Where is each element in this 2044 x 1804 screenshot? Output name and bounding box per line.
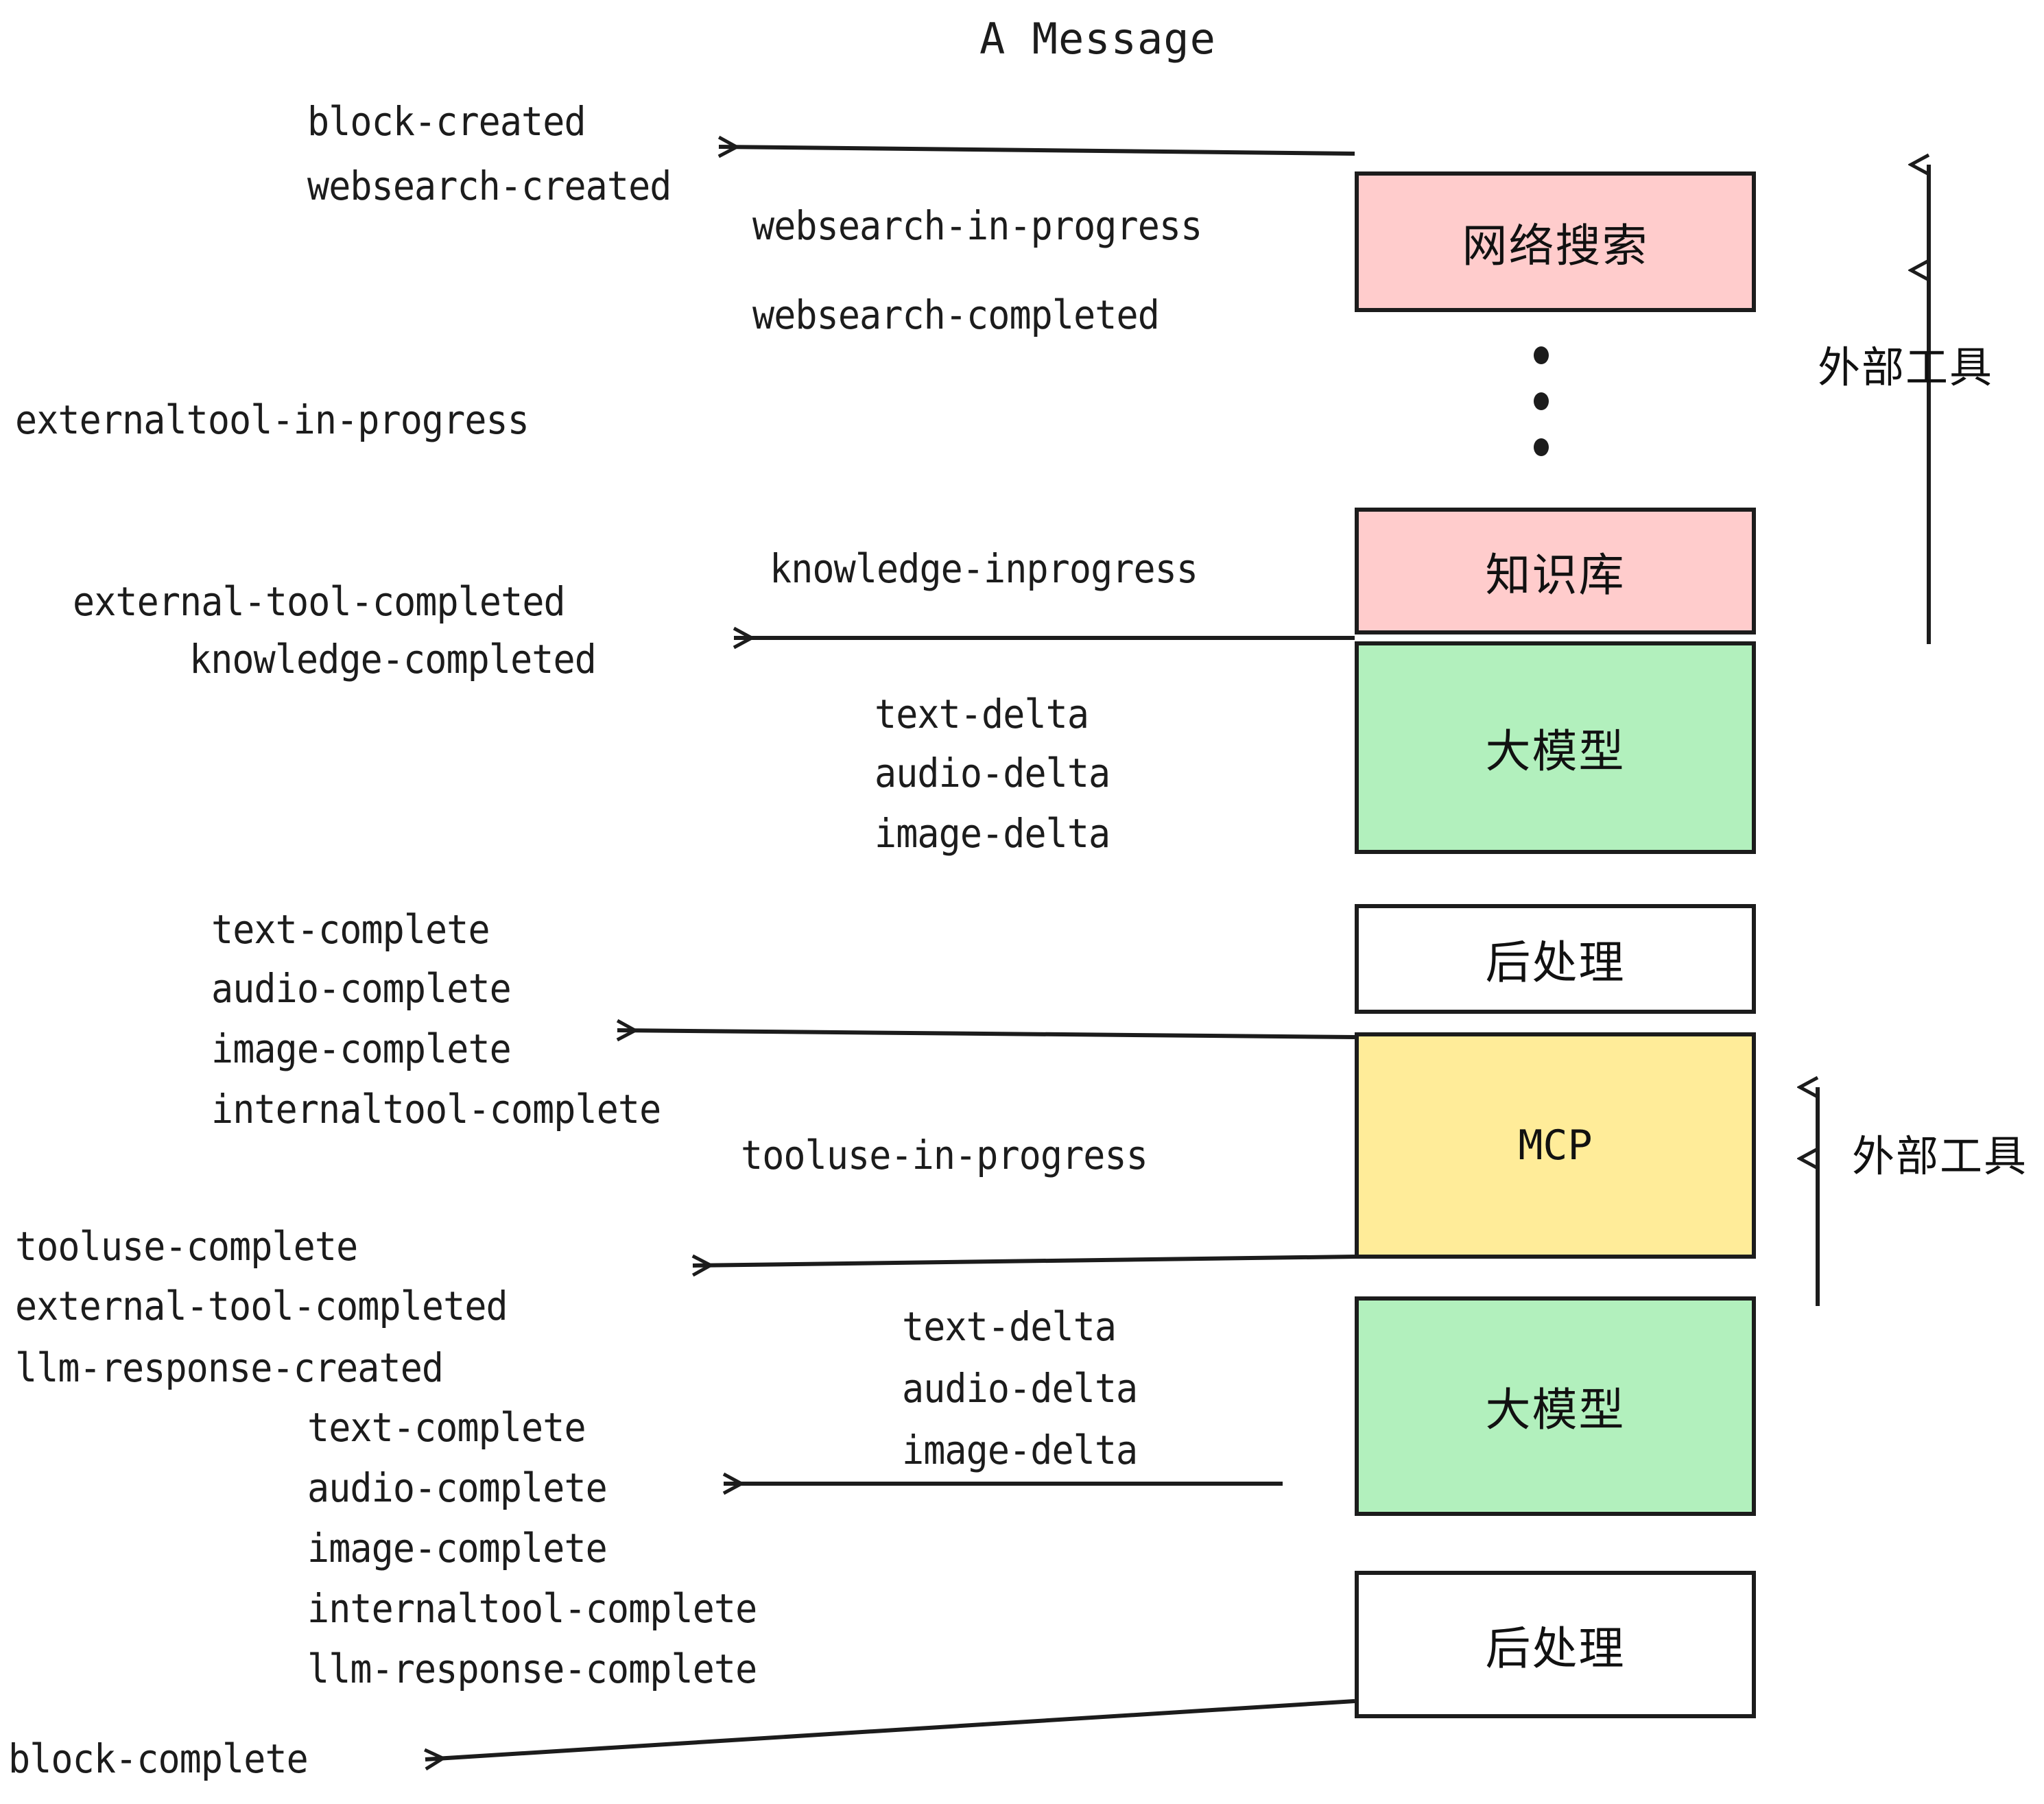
event-label-websearch-completed: websearch-completed — [752, 292, 1160, 338]
box-mcp[interactable]: MCP — [1355, 1032, 1756, 1259]
event-label-text-complete-first: text-complete — [211, 906, 490, 953]
arrow-mcp-to-tooluse-complete — [693, 1257, 1355, 1266]
ellipsis-dot — [1534, 392, 1549, 410]
box-llm-second-label: 大模型 — [1485, 1384, 1626, 1436]
event-label-external-tool-completed-first: external-tool-completed — [73, 578, 566, 625]
box-llm-second[interactable]: 大模型 — [1355, 1296, 1756, 1516]
event-label-external-tool-completed-second: external-tool-completed — [15, 1283, 508, 1329]
bracket-label-external-tools-bottom: 外部工具 — [1852, 1121, 2028, 1183]
arrow-postprocess2-to-block-complete — [425, 1699, 1355, 1759]
box-mcp-label: MCP — [1518, 1121, 1593, 1170]
event-label-audio-complete-second: audio-complete — [307, 1464, 608, 1511]
box-knowledge-base[interactable]: 知识库 — [1355, 508, 1756, 634]
event-label-audio-complete-first: audio-complete — [211, 965, 512, 1012]
event-label-image-complete-second: image-complete — [307, 1525, 608, 1571]
box-llm-first-label: 大模型 — [1485, 725, 1626, 778]
event-label-internaltool-complete-first: internaltool-complete — [211, 1086, 661, 1132]
event-label-image-delta-second: image-delta — [902, 1427, 1138, 1473]
event-label-block-created: block-created — [307, 98, 586, 145]
event-label-tooluse-in-progress: tooluse-in-progress — [741, 1132, 1148, 1178]
event-label-knowledge-completed: knowledge-completed — [189, 636, 597, 683]
event-label-text-complete-second: text-complete — [307, 1404, 586, 1451]
box-postprocess-first-label: 后处理 — [1485, 936, 1626, 989]
arrow-websearch-to-created — [719, 147, 1355, 154]
event-label-internaltool-complete-second: internaltool-complete — [307, 1585, 757, 1632]
event-label-audio-delta-first: audio-delta — [875, 750, 1110, 796]
arrow-postprocess1-to-complete — [617, 1030, 1355, 1037]
event-label-text-delta-first: text-delta — [875, 691, 1089, 737]
ellipsis-dot — [1534, 438, 1549, 456]
bracket-label-external-tools-bottom-text: 外部工具 — [1852, 1131, 2028, 1181]
event-label-tooluse-complete: tooluse-complete — [15, 1223, 358, 1270]
vertical-ellipsis-icon — [1533, 346, 1549, 456]
event-label-image-delta-first: image-delta — [875, 810, 1110, 857]
event-label-websearch-in-progress: websearch-in-progress — [752, 202, 1202, 249]
bracket-label-external-tools-top-text: 外部工具 — [1818, 342, 1994, 392]
event-label-websearch-created: websearch-created — [307, 163, 672, 209]
box-websearch-label: 网络搜索 — [1462, 219, 1649, 272]
box-websearch[interactable]: 网络搜索 — [1355, 171, 1756, 312]
box-knowledge-base-label: 知识库 — [1485, 548, 1626, 602]
diagram-title: A Message — [979, 14, 1216, 64]
box-postprocess-second[interactable]: 后处理 — [1355, 1571, 1756, 1718]
box-postprocess-first[interactable]: 后处理 — [1355, 904, 1756, 1014]
bracket-label-external-tools-top: 外部工具 — [1818, 333, 1993, 394]
event-label-image-complete-first: image-complete — [211, 1025, 512, 1072]
box-postprocess-second-label: 后处理 — [1485, 1622, 1626, 1675]
event-label-externaltool-in-progress: externaltool-in-progress — [15, 396, 530, 443]
ellipsis-dot — [1534, 346, 1549, 364]
event-label-llm-response-complete: llm-response-complete — [307, 1646, 757, 1692]
box-llm-first[interactable]: 大模型 — [1355, 641, 1756, 854]
event-label-llm-response-created: llm-response-created — [15, 1344, 444, 1391]
event-label-text-delta-second: text-delta — [902, 1303, 1117, 1350]
event-label-audio-delta-second: audio-delta — [902, 1365, 1138, 1412]
event-label-block-complete: block-complete — [8, 1735, 309, 1782]
event-label-knowledge-inprogress: knowledge-inprogress — [770, 545, 1198, 592]
